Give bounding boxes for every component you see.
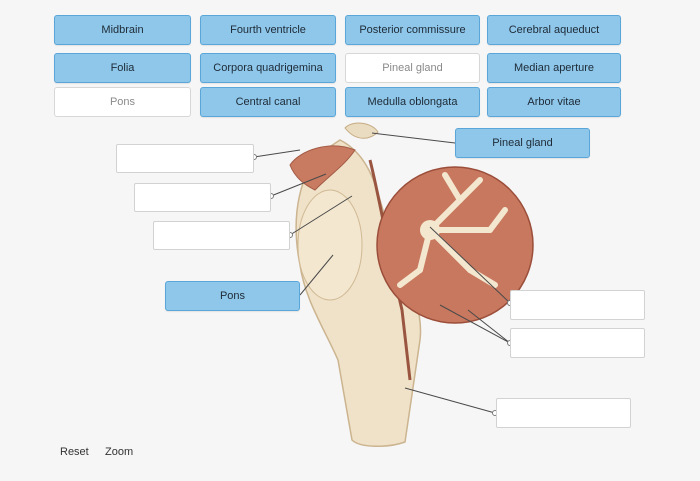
- placed-label-pineal-gland[interactable]: Pineal gland: [455, 128, 590, 158]
- chip-posterior-commissure[interactable]: Posterior commissure: [345, 15, 480, 45]
- chip-folia[interactable]: Folia: [54, 53, 191, 83]
- pineal-shape: [344, 122, 379, 139]
- pons-shape: [297, 189, 363, 301]
- chip-median-aperture[interactable]: Median aperture: [487, 53, 621, 83]
- drop-target-right-3[interactable]: [496, 398, 631, 428]
- chip-cerebral-aqueduct[interactable]: Cerebral aqueduct: [487, 15, 621, 45]
- drop-target-right-2[interactable]: [510, 328, 645, 358]
- chip-central-canal[interactable]: Central canal: [200, 87, 336, 117]
- arbor-vitae-shape: [397, 172, 508, 288]
- drop-target-right-1[interactable]: [510, 290, 645, 320]
- ventricle-shape: [368, 159, 412, 381]
- drop-target-left-2[interactable]: [134, 183, 271, 212]
- midbrain-shape: [289, 145, 356, 191]
- chip-pons-used: Pons: [54, 87, 191, 117]
- chip-arbor-vitae[interactable]: Arbor vitae: [487, 87, 621, 117]
- reset-button[interactable]: Reset: [60, 446, 89, 458]
- chip-pineal-gland-used: Pineal gland: [345, 53, 480, 83]
- chip-midbrain[interactable]: Midbrain: [54, 15, 191, 45]
- brainstem-shape: [295, 139, 422, 447]
- drop-target-left-1[interactable]: [116, 144, 254, 173]
- chip-corpora-quadrigemina[interactable]: Corpora quadrigemina: [200, 53, 336, 83]
- drop-target-left-3[interactable]: [153, 221, 290, 250]
- chip-fourth-ventricle[interactable]: Fourth ventricle: [200, 15, 336, 45]
- chip-medulla-oblongata[interactable]: Medulla oblongata: [345, 87, 480, 117]
- zoom-button[interactable]: Zoom: [105, 446, 134, 458]
- placed-label-pons[interactable]: Pons: [165, 281, 300, 311]
